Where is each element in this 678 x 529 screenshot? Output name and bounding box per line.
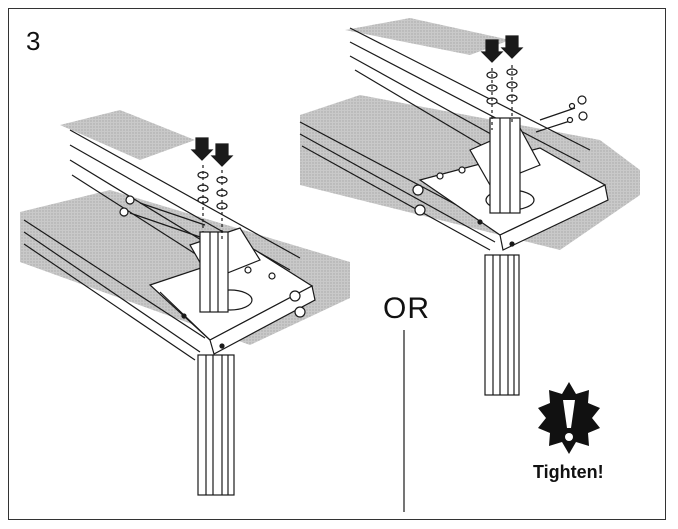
right-insert-arrows <box>480 35 524 63</box>
alternative-separator: OR <box>383 292 430 325</box>
tighten-warning-label: Tighten! <box>533 462 604 482</box>
left-insert-arrows <box>190 137 234 167</box>
left-washers <box>197 165 228 240</box>
right-post <box>484 117 521 396</box>
exclamation-burst-icon <box>538 382 600 454</box>
left-post <box>197 231 235 496</box>
left-bolts <box>119 195 206 238</box>
left-assembly <box>20 110 350 496</box>
right-washers <box>486 65 518 130</box>
left-shadow <box>20 190 350 345</box>
step-number: 3 <box>26 26 41 56</box>
right-assembly <box>299 18 640 396</box>
right-bolts <box>535 95 588 133</box>
